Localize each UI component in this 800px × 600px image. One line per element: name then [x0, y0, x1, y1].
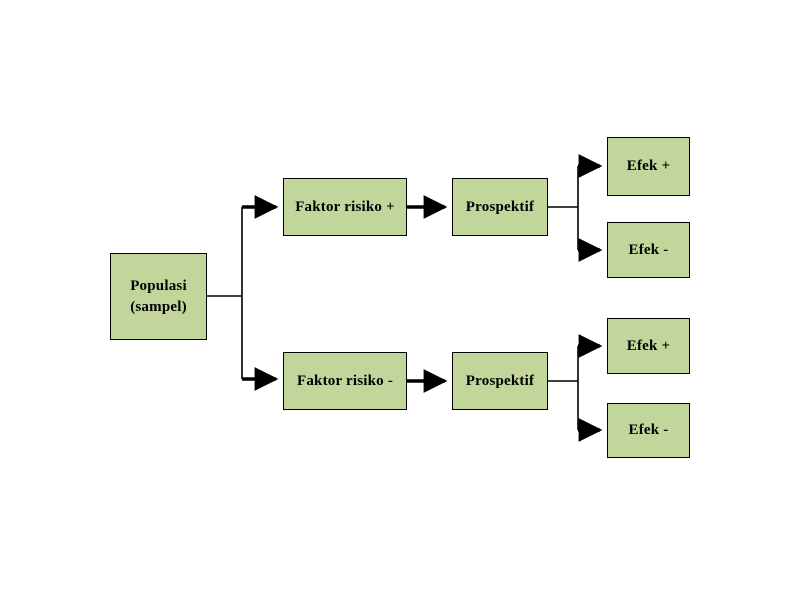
node-faktor-risiko-minus[interactable]: Faktor risiko - — [283, 352, 407, 410]
node-prospektif-bottom-label: Prospektif — [465, 372, 535, 389]
node-prospektif-top-label: Prospektif — [465, 198, 535, 215]
node-faktor-risiko-plus-label: Faktor risiko + — [295, 198, 395, 215]
node-populasi-label: Populasi (sampel) — [130, 278, 187, 315]
node-populasi[interactable]: Populasi (sampel) — [110, 253, 207, 340]
node-efek-minus-top-label: Efek - — [628, 241, 669, 258]
node-efek-plus-bottom-label: Efek + — [626, 337, 671, 354]
node-prospektif-top[interactable]: Prospektif — [452, 178, 548, 236]
node-efek-plus-top[interactable]: Efek + — [607, 137, 690, 196]
connector-prospektif-top-to-split — [548, 166, 579, 250]
node-efek-plus-bottom[interactable]: Efek + — [607, 318, 690, 374]
node-efek-plus-top-label: Efek + — [626, 158, 671, 175]
node-efek-minus-bottom-label: Efek - — [628, 422, 669, 439]
node-faktor-risiko-plus[interactable]: Faktor risiko + — [283, 178, 407, 236]
connector-prospektif-bottom-to-split — [548, 346, 579, 430]
node-efek-minus-bottom[interactable]: Efek - — [607, 403, 690, 458]
node-prospektif-bottom[interactable]: Prospektif — [452, 352, 548, 410]
connector-populasi-to-split — [207, 207, 243, 379]
node-faktor-risiko-minus-label: Faktor risiko - — [296, 372, 394, 389]
node-efek-minus-top[interactable]: Efek - — [607, 222, 690, 278]
